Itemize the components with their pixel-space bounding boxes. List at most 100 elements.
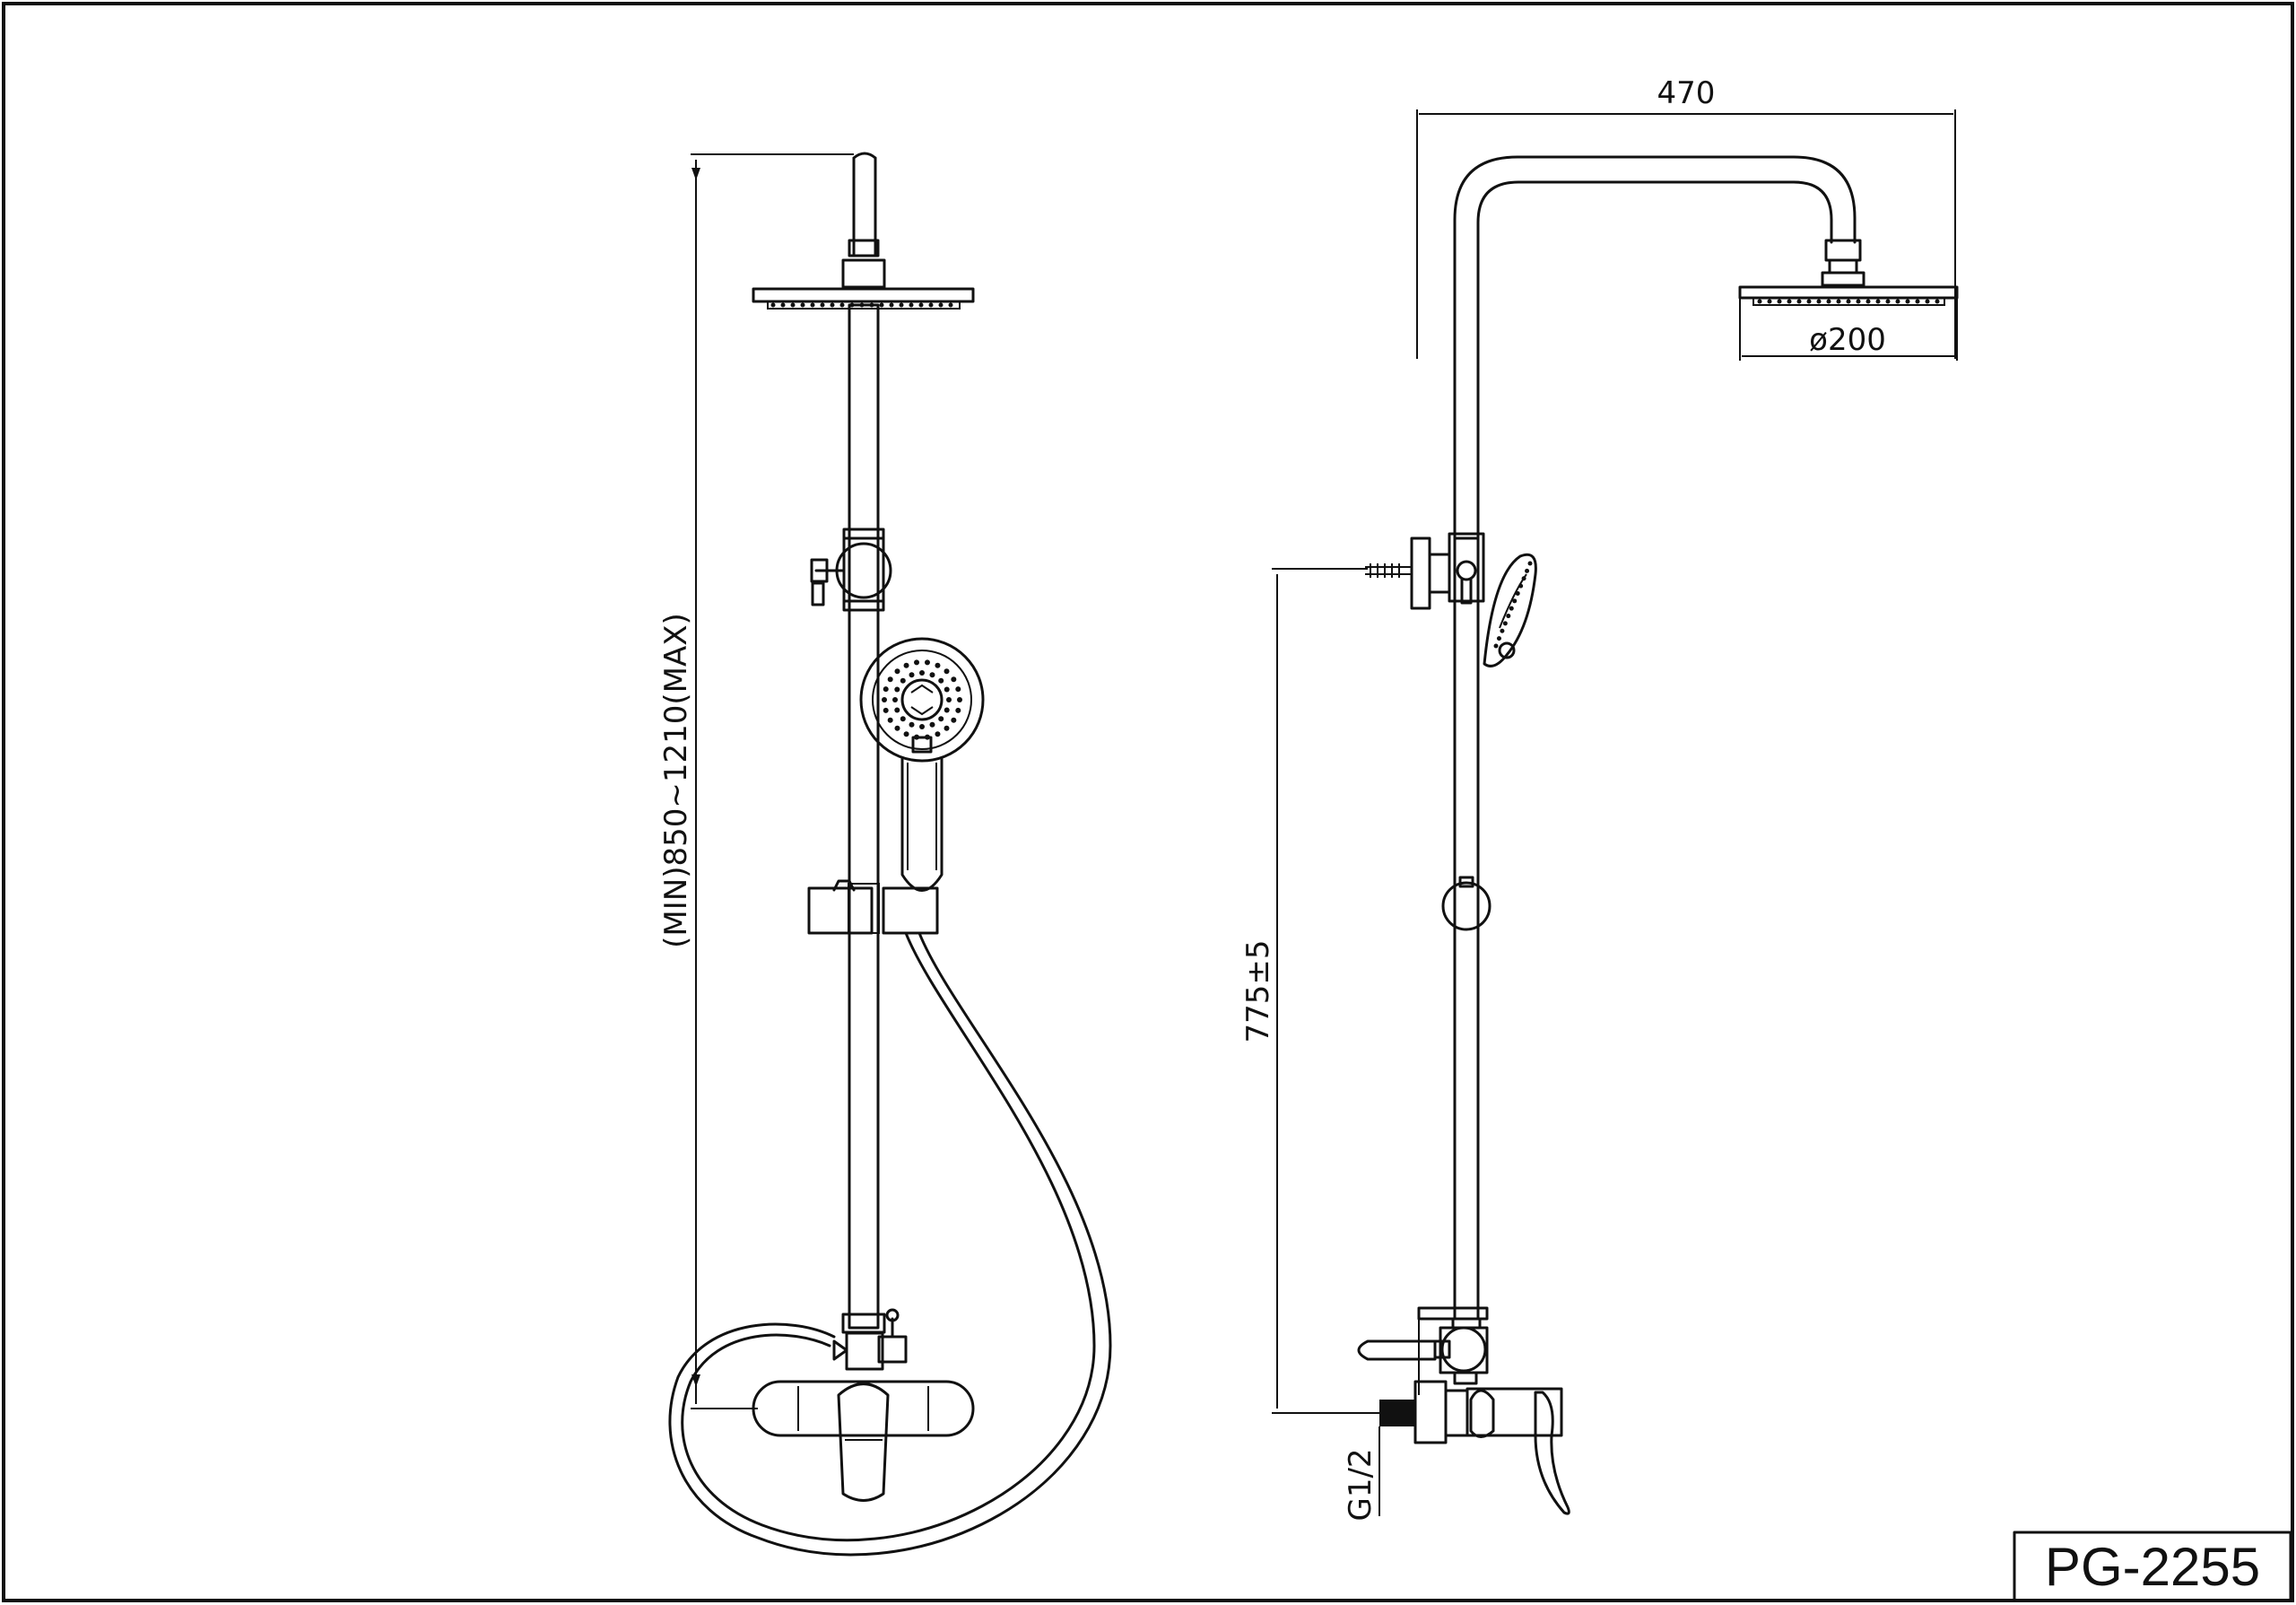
nozzle-dot [894, 686, 900, 693]
nozzle-dot [1875, 299, 1881, 304]
nozzle-dot [894, 707, 900, 713]
nozzle-dot [1866, 299, 1871, 304]
nozzle-dot [955, 686, 961, 693]
nozzle-dot [899, 302, 904, 308]
nozzle-dot [1512, 598, 1518, 604]
nozzle-dot [894, 725, 900, 731]
nozzle-dot [1826, 299, 1831, 304]
head-diameter-label: ø200 [1809, 322, 1886, 358]
front-mixer-valve [752, 1380, 975, 1502]
nozzle-dot [900, 677, 906, 684]
nozzle-dot [830, 302, 835, 308]
side-hand-shower [1483, 553, 1537, 667]
nozzle-dot [914, 659, 920, 666]
nozzle-dot [944, 686, 950, 693]
nozzle-dot [1816, 299, 1822, 304]
nozzle-dot [1836, 299, 1841, 304]
nozzle-dot [1518, 583, 1524, 589]
nozzle-dot [1777, 299, 1782, 304]
width-label: 470 [1657, 75, 1716, 111]
nozzle-dot [951, 676, 957, 683]
outlet-height-label: 775±5 [1240, 939, 1276, 1042]
nozzle-dot [820, 302, 825, 308]
nozzle-dot [800, 302, 805, 308]
nozzle-dot [839, 302, 845, 308]
nozzle-dot [1500, 628, 1505, 633]
nozzle-dot [892, 697, 898, 702]
nozzle-dot [1856, 299, 1861, 304]
side-slide-holder [1441, 876, 1492, 931]
front-hand-shower [859, 637, 985, 892]
nozzle-dot [780, 302, 786, 308]
side-mixer-lever [1534, 1391, 1570, 1515]
nozzle-dot [1515, 590, 1520, 596]
height-range-label: (MIN)850~1210(MAX) [658, 613, 694, 948]
nozzle-dot [770, 302, 776, 308]
nozzle-dot [900, 716, 906, 722]
nozzle-dot [1806, 299, 1812, 304]
nozzle-dot [919, 670, 925, 676]
side-view [1357, 155, 1959, 1515]
nozzle-dot [887, 717, 893, 723]
nozzle-dot [1506, 614, 1511, 619]
side-diverter [1357, 1306, 1489, 1395]
nozzle-dot [882, 697, 887, 702]
nozzle-dot [1525, 568, 1530, 573]
nozzle-dot [879, 302, 884, 308]
nozzle-dot [935, 662, 941, 668]
nozzle-dot [944, 707, 950, 713]
side-overhead-arm [1453, 155, 1857, 540]
nozzle-dot [929, 721, 935, 728]
front-view [668, 152, 1112, 1557]
side-mixer-body [1379, 1380, 1570, 1515]
nozzle-dot [903, 662, 909, 668]
nozzle-dot [790, 302, 796, 308]
nozzle-dot [944, 725, 950, 731]
nozzle-dot [1509, 606, 1514, 611]
nozzle-dot [1885, 299, 1891, 304]
nozzle-dot [909, 672, 915, 678]
nozzle-dot [883, 686, 889, 693]
nozzle-dot [909, 302, 914, 308]
side-wall-bracket-top [1365, 532, 1485, 610]
side-wall-screw [1365, 563, 1412, 578]
nozzle-dot [938, 302, 944, 308]
nozzle-dot [1787, 299, 1792, 304]
nozzle-dot [948, 302, 953, 308]
nozzle-dot [810, 302, 815, 308]
dimension-width: 470 [1416, 75, 1956, 359]
nozzle-dot [951, 717, 957, 723]
nozzle-dot [918, 302, 924, 308]
nozzle-dot [1767, 299, 1772, 304]
nozzle-dot [1846, 299, 1851, 304]
nozzle-dot [1521, 576, 1526, 581]
nozzle-dot [935, 731, 941, 737]
nozzle-dot [938, 716, 944, 722]
nozzle-dot [1925, 299, 1930, 304]
nozzle-dot [957, 697, 962, 702]
side-rain-head [1738, 285, 1959, 306]
nozzle-dot [924, 659, 930, 666]
nozzle-dot [955, 707, 961, 713]
front-diverter [832, 1308, 908, 1371]
dimension-outlet-height: 775±5 [1240, 568, 1381, 1414]
front-main-pole [848, 303, 880, 1330]
nozzle-dot [1905, 299, 1910, 304]
dimension-head-diameter: ø200 [1739, 298, 1958, 361]
nozzle-dot [903, 731, 909, 737]
dimension-height-range: (MIN)850~1210(MAX) [658, 153, 854, 1409]
model-number: PG-2255 [2045, 1537, 2260, 1597]
title-block: PG-2255 [2013, 1531, 2292, 1602]
thread-label: G1/2 [1343, 1448, 1378, 1521]
nozzle-dot [919, 724, 925, 729]
front-wall-bracket-top [810, 528, 892, 612]
nozzle-dot [929, 672, 935, 678]
nozzle-dot [889, 302, 894, 308]
nozzle-dot [1915, 299, 1920, 304]
side-inlet-thread [1379, 1400, 1415, 1426]
nozzle-dot [894, 668, 900, 675]
nozzle-dot [1757, 299, 1762, 304]
nozzle-dot [1796, 299, 1802, 304]
